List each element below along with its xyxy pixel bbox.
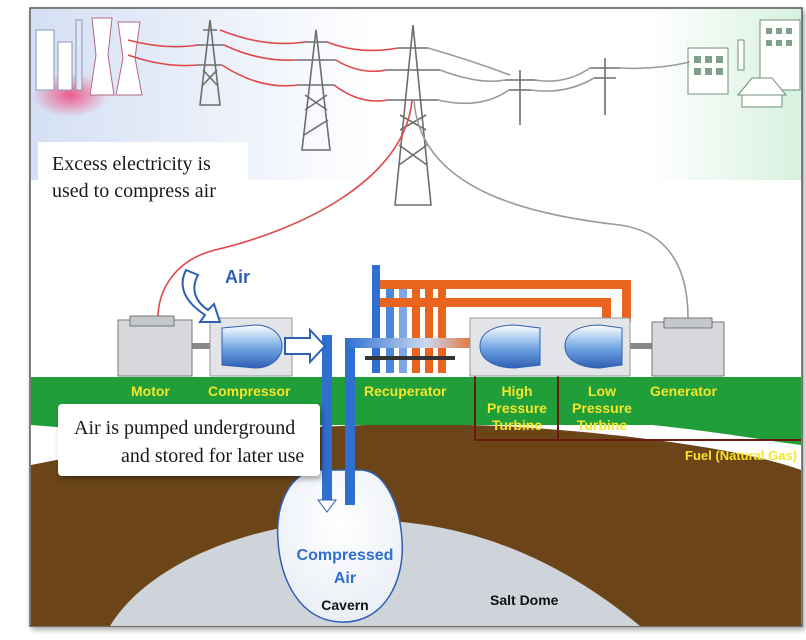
power-lines-gray — [413, 47, 691, 319]
power-plant — [32, 17, 143, 117]
callout-pumped-line1: Air is pumped underground — [74, 417, 295, 439]
lp-turbine-label-2: Pressure — [572, 400, 632, 416]
cavern — [276, 469, 404, 623]
callout-pumped-box — [58, 404, 320, 476]
callout-excess-box — [38, 142, 248, 212]
compressed-air-label-2: Air — [334, 570, 356, 587]
transmission-towers — [196, 19, 620, 206]
callout-excess-line2: used to compress air — [52, 180, 216, 202]
callout-excess-line1: Excess electricity is — [52, 153, 211, 175]
recuperator — [345, 265, 631, 373]
power-lines-red — [127, 29, 413, 319]
lp-turbine-label-1: Low — [588, 383, 616, 399]
callout-pumped-line2: and stored for later use — [121, 445, 304, 467]
motor-label: Motor — [131, 383, 170, 399]
cavern-pipes — [317, 335, 355, 513]
compressor-label: Compressor — [208, 383, 291, 399]
hp-turbine-label-3: Turbine — [492, 417, 543, 433]
salt-dome-label: Salt Dome — [490, 592, 559, 608]
lp-turbine-label-3: Turbine — [577, 417, 628, 433]
recuperator-label: Recuperator — [364, 383, 447, 399]
cavern-label: Cavern — [321, 597, 368, 613]
machinery — [117, 268, 725, 377]
town — [687, 19, 801, 108]
hp-turbine-label-2: Pressure — [487, 400, 547, 416]
generator-label: Generator — [650, 383, 717, 399]
air-label: Air — [225, 267, 250, 287]
fuel-label: Fuel (Natural Gas) — [685, 448, 797, 463]
hp-turbine-label-1: High — [501, 383, 532, 399]
compressed-air-label-1: Compressed — [297, 547, 394, 564]
